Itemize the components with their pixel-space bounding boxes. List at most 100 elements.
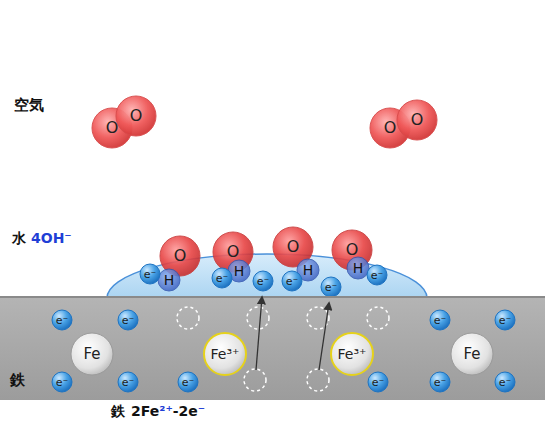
node-text: O (384, 120, 397, 136)
node-text: e⁻ (499, 315, 512, 326)
node-text: e⁻ (56, 315, 69, 326)
electron: e⁻ (117, 371, 139, 393)
electron: e⁻ (177, 371, 199, 393)
electron-circle (253, 271, 273, 291)
electron: e⁻ (211, 267, 233, 289)
electron: e⁻ (139, 263, 161, 285)
node-text: Fe³⁺ (211, 347, 240, 361)
electron-circle (282, 271, 302, 291)
node-text: e⁻ (325, 282, 338, 293)
node-text: e⁻ (56, 377, 69, 388)
node-text: O (346, 242, 359, 258)
hydrogen-atom-circle (347, 257, 369, 279)
chemical-formula: 2Fe²⁺-2e⁻ (131, 404, 205, 418)
oxygen-atom-circle (397, 100, 437, 140)
node-text: e⁻ (122, 315, 135, 326)
iron-ion-circle (331, 333, 373, 375)
hydrogen-atom: H (346, 256, 370, 280)
iron-atom-circle (71, 333, 113, 375)
electron-circle (212, 268, 232, 288)
electron: e⁻ (366, 264, 388, 286)
oxygen-atom: O (396, 99, 438, 141)
text-run: 2 (131, 403, 141, 419)
text-run: e (150, 403, 160, 419)
hydrogen-atom: H (157, 268, 181, 292)
node-text: H (164, 273, 175, 287)
node-text: e⁻ (122, 377, 135, 388)
region-label: 水 (12, 231, 26, 245)
vacancy-circle (367, 307, 389, 329)
node-text: Fe (463, 347, 480, 362)
node-text: O (411, 112, 424, 128)
node-text: H (353, 261, 364, 275)
node-text: e⁻ (434, 315, 447, 326)
node-text: e⁻ (257, 276, 270, 287)
node-text: O (106, 120, 119, 136)
vacancy-circle (244, 369, 266, 391)
node-text: e⁻ (286, 276, 299, 287)
vacancy-circle (177, 307, 199, 329)
region-label: 空気 (14, 98, 44, 113)
text-run: e (188, 403, 198, 419)
node-text: e⁻ (372, 377, 385, 388)
vacancy-circle (307, 369, 329, 391)
electron-circle (52, 372, 72, 392)
hydrogen-atom-circle (158, 269, 180, 291)
electron-circle (178, 372, 198, 392)
text-run: 2 (179, 403, 189, 419)
electron: e⁻ (494, 371, 516, 393)
electron: e⁻ (51, 309, 73, 331)
iron-ion: Fe³⁺ (203, 332, 247, 376)
electron-circle (430, 310, 450, 330)
iron-band: 鉄 Fe Fe³⁺ Fe³⁺ Fe e⁻ e⁻ e⁻ e⁻ e⁻ e⁻ e⁻ e⁻ e⁻ e⁻ (0, 296, 545, 400)
node-text: O (130, 108, 143, 124)
node-text: e⁻ (144, 269, 157, 280)
electron-circle (52, 310, 72, 330)
electron-circle (495, 310, 515, 330)
oxygen-atom: O (115, 95, 157, 137)
iron-ion-circle (204, 333, 246, 375)
node-text: O (227, 244, 240, 260)
electron-circle (118, 372, 138, 392)
electron: e⁻ (367, 371, 389, 393)
chemical-formula: 4OH⁻ (31, 231, 72, 245)
vacancy-circle (247, 307, 269, 329)
electron: e⁻ (117, 309, 139, 331)
text-run: ² (159, 403, 165, 419)
node-text: e⁻ (371, 270, 384, 281)
region-label: 鉄 (111, 404, 125, 418)
electron: e⁻ (252, 270, 274, 292)
electron: e⁻ (51, 371, 73, 393)
text-run: F (141, 403, 150, 419)
node-text: Fe³⁺ (338, 347, 367, 361)
text-run: ⁻ (198, 403, 205, 419)
electron-flow-arrow (256, 297, 262, 370)
electron-circle (368, 372, 388, 392)
node-text: O (174, 248, 187, 264)
node-text: H (234, 264, 245, 278)
electron-circle (495, 372, 515, 392)
iron-atom: Fe (450, 332, 494, 376)
electron-circle (321, 277, 341, 297)
iron-atom: Fe (70, 332, 114, 376)
node-text: Fe (83, 347, 100, 362)
oxygen-atom-circle (116, 96, 156, 136)
electron-flow-arrow (319, 303, 329, 370)
text-run: - (173, 403, 179, 419)
electron: e⁻ (494, 309, 516, 331)
text-run: ⁺ (165, 403, 172, 419)
electron-circle (367, 265, 387, 285)
electron: e⁻ (429, 371, 451, 393)
iron-atom-circle (451, 333, 493, 375)
node-text: e⁻ (499, 377, 512, 388)
electron-circle (430, 372, 450, 392)
node-text: O (287, 239, 300, 255)
electron-circle (140, 264, 160, 284)
node-text: e⁻ (182, 377, 195, 388)
node-text: e⁻ (216, 273, 229, 284)
node-text: 鉄 (10, 371, 25, 389)
electron: e⁻ (320, 276, 342, 298)
node-text: e⁻ (434, 377, 447, 388)
electron: e⁻ (429, 309, 451, 331)
